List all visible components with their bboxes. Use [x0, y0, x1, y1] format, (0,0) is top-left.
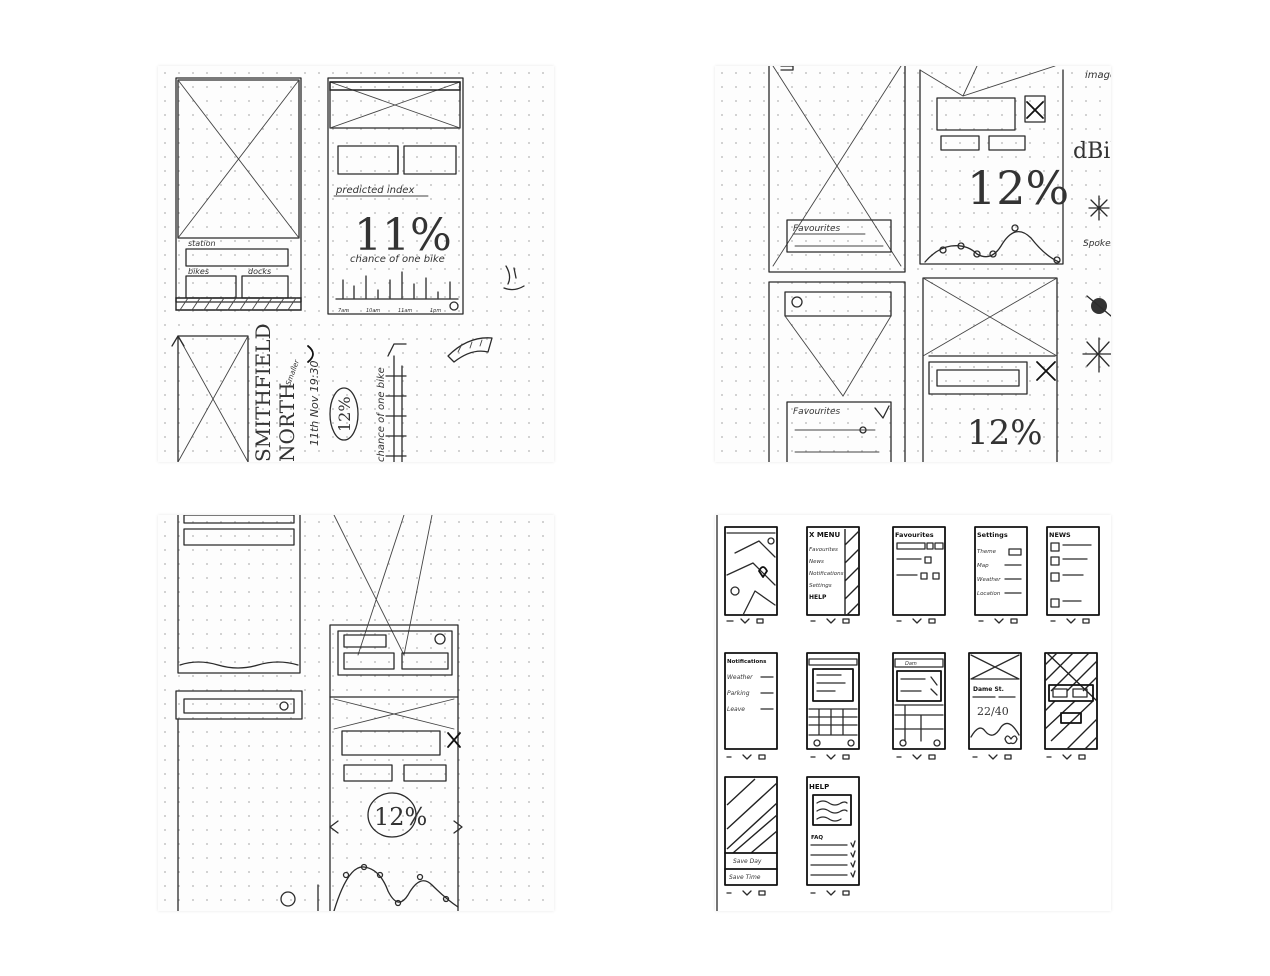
news-title: NEWS: [1049, 531, 1071, 539]
rotated-chance: chance of one bike: [376, 367, 387, 462]
notif-weather: Weather: [727, 674, 753, 681]
storyboard-screen-save: Save Day Save Time: [725, 777, 777, 895]
storyboard-screen-overlay: [1045, 653, 1097, 759]
favourites-label: Favourites: [793, 224, 840, 234]
margin-word: dBikes: [1073, 139, 1111, 164]
axis-label-0: 7am: [338, 308, 349, 314]
storyboard-screen-favourites: Favourites: [893, 527, 945, 623]
sketch-sheet-storyboard: X MENU Favourites News Notifications Set…: [715, 515, 1111, 911]
menu-item-settings: Settings: [809, 583, 832, 589]
settings-map: Map: [977, 563, 989, 569]
save-day-label: Save Day: [733, 858, 762, 865]
menu-item-notifications: Notifications: [809, 571, 844, 577]
storyboard-screen-dame-st: Dame St. 22/40: [969, 653, 1021, 759]
menu-item-help: HELP: [809, 594, 827, 601]
dame-st-ratio: 22/40: [977, 705, 1009, 718]
sketch-sheet-bottom-left: 12%: [158, 515, 554, 911]
notif-leave: Leave: [727, 706, 745, 713]
rotated-date: 11th Nov 19:30: [308, 361, 321, 446]
settings-theme: Theme: [977, 549, 997, 555]
chance-label: chance of one bike: [350, 254, 445, 265]
storyboard-screen-map: [725, 527, 777, 623]
dame-st-title: Dame St.: [973, 686, 1004, 693]
axis-label-3: 1pm: [430, 308, 441, 314]
help-faq: FAQ: [811, 835, 823, 841]
storyboard-screen-notifications: Notifications Weather Parking Leave: [725, 653, 777, 759]
station-search-title: Dam: [905, 661, 917, 667]
circle-percent: 12%: [335, 396, 354, 432]
save-time-label: Save Time: [729, 874, 761, 881]
circle-percent-bl: 12%: [374, 803, 427, 831]
docks-label: docks: [248, 267, 271, 276]
margin-word-top: image: [1085, 70, 1111, 81]
station-label: station: [188, 239, 216, 248]
storyboard-screen-settings: Settings Theme Map Weather Location: [975, 527, 1027, 623]
bikes-label: bikes: [188, 267, 209, 276]
sketch-sheet-top-right: Favourites 12% Favourites 12% dBikes ima: [715, 66, 1111, 462]
sketch-sheet-top-left: station bikes docks predicted index 11% …: [158, 66, 554, 462]
big-percent-tr: 12%: [967, 161, 1069, 215]
settings-location: Location: [977, 591, 1001, 597]
storyboard-screen-search: [807, 653, 859, 759]
rotated-place: SMITHFIELD: [251, 323, 275, 462]
notifications-title: Notifications: [727, 659, 767, 665]
smaller-note: Smaller: [284, 358, 301, 387]
menu-title: X MENU: [809, 531, 840, 539]
menu-item-news: News: [809, 559, 824, 565]
margin-word-2: Spokes: [1083, 239, 1111, 249]
settings-weather: Weather: [977, 577, 1001, 583]
storyboard-screen-news: NEWS: [1047, 527, 1099, 623]
axis-label-1: 10am: [366, 308, 380, 314]
favourites-title: Favourites: [895, 531, 934, 539]
rotated-place-2: NORTH: [275, 383, 299, 462]
storyboard-screen-menu: X MENU Favourites News Notifications Set…: [807, 527, 859, 623]
storyboard-screen-help: HELP FAQ: [807, 777, 859, 895]
predicted-label: predicted index: [335, 185, 414, 196]
settings-title: Settings: [977, 531, 1008, 539]
axis-label-2: 11am: [398, 308, 412, 314]
lower-percent: 12%: [967, 413, 1043, 453]
menu-item-favourites: Favourites: [809, 547, 838, 553]
storyboard-screen-station: Dam: [893, 653, 945, 759]
notif-parking: Parking: [727, 690, 750, 697]
favourites-label-2: Favourites: [793, 407, 840, 417]
help-title: HELP: [809, 783, 829, 791]
